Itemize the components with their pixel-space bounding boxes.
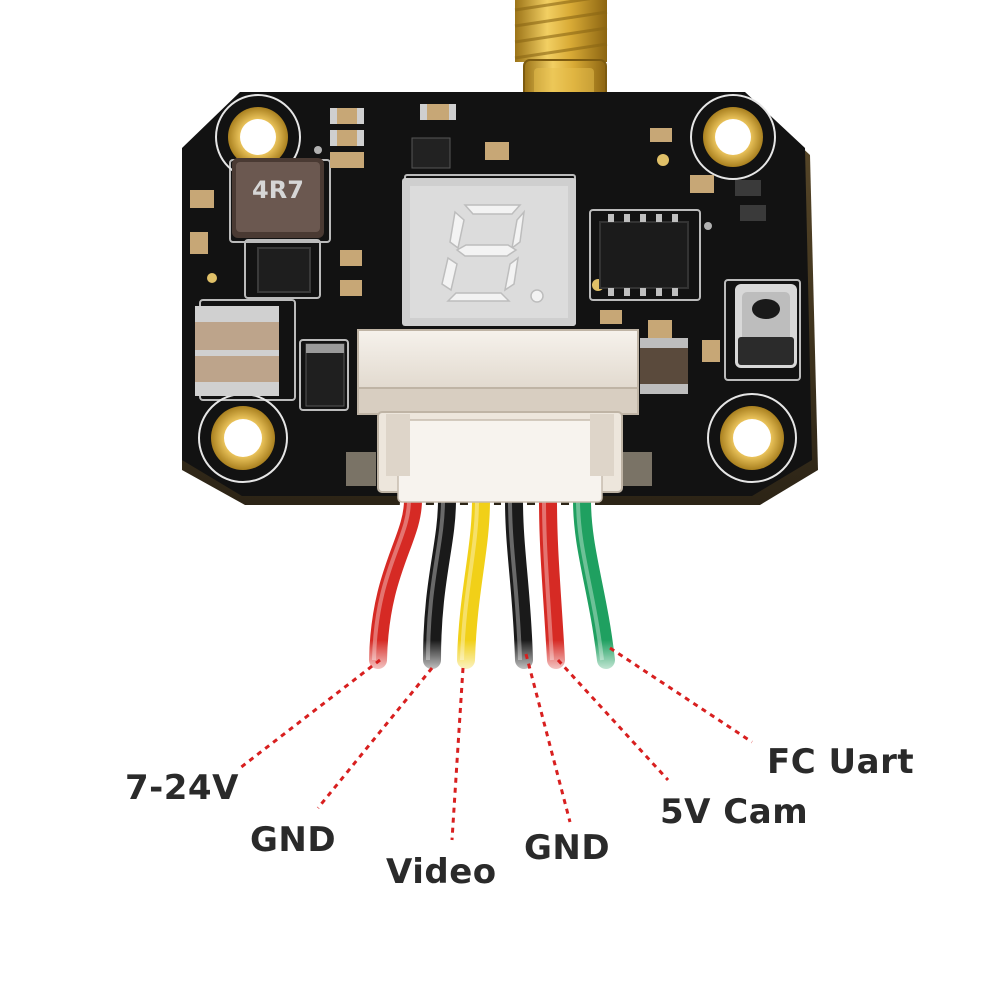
wire-highlight-pin-6 xyxy=(576,499,604,661)
pin-label-gnd-1: GND xyxy=(250,820,337,860)
pcb-board: 4R7 xyxy=(182,92,818,505)
wire-pin-1 xyxy=(369,491,422,669)
wire-pin-4 xyxy=(505,491,533,669)
mounting-hole-top-left xyxy=(215,94,301,180)
wire-pin-6 xyxy=(573,491,615,669)
seven-segment-display xyxy=(402,178,576,326)
pin-label-5v-cam: 5V Cam xyxy=(660,792,809,832)
push-button xyxy=(735,284,797,368)
wire-harness xyxy=(365,487,619,673)
wire-highlight-pin-1 xyxy=(372,499,411,661)
diode xyxy=(305,343,345,407)
wire-pin-5 xyxy=(539,491,565,669)
mounting-hole-bottom-right xyxy=(707,393,797,483)
wire-highlight-pin-5 xyxy=(542,499,554,661)
capacitor-left xyxy=(195,306,279,396)
chip-left xyxy=(257,247,311,293)
inductor-marking: 4R7 xyxy=(252,176,304,204)
wire-pin-2 xyxy=(423,491,456,669)
pin-label-7-24v: 7-24V xyxy=(125,768,239,808)
wire-pin-3 xyxy=(457,491,490,669)
wire-highlight-pin-4 xyxy=(508,499,522,661)
leader-line-pin-3 xyxy=(450,667,465,841)
pin-label-fc-uart: FC Uart xyxy=(767,742,915,782)
leader-line-pin-2 xyxy=(316,667,434,809)
mounting-hole-top-right xyxy=(690,94,776,180)
chip-right xyxy=(599,214,689,296)
leader-line-pin-5 xyxy=(556,658,670,782)
pin-label-gnd-2: GND xyxy=(524,828,611,868)
leader-lines xyxy=(239,646,753,841)
wire-highlight-pin-3 xyxy=(460,499,479,661)
leader-line-pin-4 xyxy=(524,653,572,823)
jst-connector xyxy=(346,329,652,503)
inductor: 4R7 xyxy=(232,158,324,238)
wire-highlight-pin-2 xyxy=(426,499,445,661)
mounting-hole-bottom-left xyxy=(198,393,288,483)
leader-line-pin-6 xyxy=(609,646,753,744)
pin-label-video: Video xyxy=(386,852,497,892)
